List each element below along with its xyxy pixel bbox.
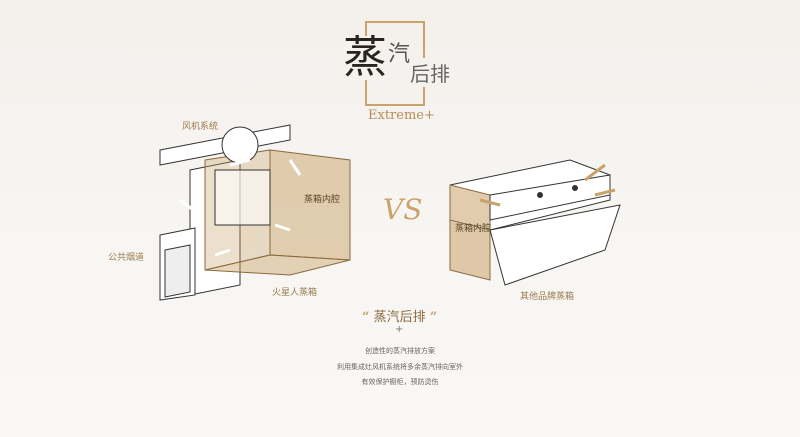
label-steam-cavity-left: 蒸箱内腔 [304, 195, 341, 205]
logo-subtitle: Extreme+ [368, 108, 435, 123]
feature-line: 利用集成灶风机系统将多余蒸汽排向室外 [337, 363, 463, 371]
plus-sign: + [395, 324, 404, 335]
vs-text: VS [383, 193, 423, 226]
feature-line: 有效保护橱柜，预防烫伤 [361, 378, 439, 386]
feature-line: 创造性的蒸汽排放方案 [365, 347, 435, 355]
open-quote: “ [362, 310, 370, 325]
label-product-left: 火星人蒸箱 [272, 288, 318, 298]
logo-chars: 后排 [410, 58, 450, 87]
label-public-flue: 公共烟道 [108, 253, 145, 263]
close-quote: ” [429, 310, 438, 325]
right-unit-illustration [449, 159, 621, 286]
logo-main-char: 蒸 [343, 32, 387, 83]
label-steam-cavity-right: 蒸箱内腔 [455, 224, 492, 234]
label-fan-system: 风机系统 [182, 122, 219, 132]
feature-title: “ 蒸汽后排 ” [362, 306, 437, 325]
label-product-right: 其他品牌蒸箱 [520, 292, 575, 302]
logo-char: 汽 [388, 42, 411, 67]
feature-title-text: 蒸汽后排 [373, 310, 426, 325]
left-unit-illustration [159, 124, 351, 301]
